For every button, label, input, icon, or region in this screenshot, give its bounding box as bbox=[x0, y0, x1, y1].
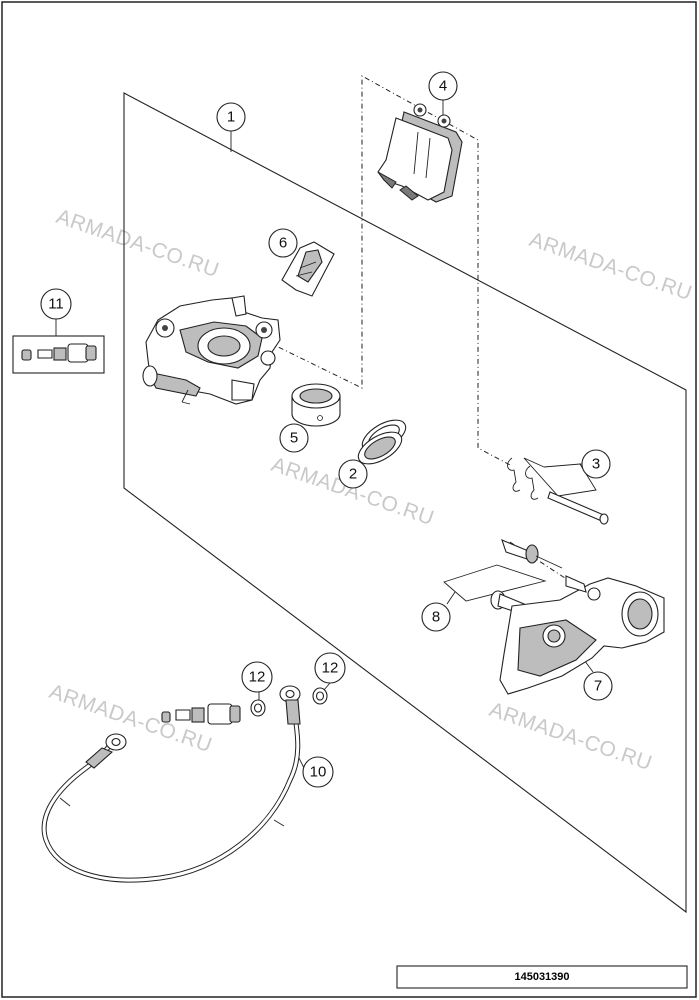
callout-11: 11 bbox=[40, 288, 72, 320]
callout-12-a: 12 bbox=[241, 661, 273, 693]
callout-label: 11 bbox=[48, 296, 64, 313]
callout-7: 7 bbox=[583, 671, 613, 701]
callout-label: 10 bbox=[310, 764, 327, 781]
callout-label: 3 bbox=[592, 456, 600, 473]
callout-3: 3 bbox=[581, 449, 611, 479]
callout-label: 12 bbox=[322, 660, 339, 677]
brake-pads bbox=[377, 103, 463, 203]
brake-hose bbox=[41, 685, 301, 883]
callout-label: 2 bbox=[349, 466, 357, 483]
callout-label: 5 bbox=[290, 430, 298, 447]
pad-spring bbox=[281, 241, 335, 297]
callout-label: 6 bbox=[279, 235, 287, 252]
callout-label: 1 bbox=[227, 109, 235, 126]
callout-label: 7 bbox=[594, 678, 602, 695]
sealing-washers bbox=[250, 687, 328, 717]
callout-label: 12 bbox=[249, 669, 266, 686]
pad-pin-and-clips bbox=[507, 457, 609, 525]
callout-6: 6 bbox=[268, 228, 298, 258]
caliper-carrier bbox=[499, 575, 665, 695]
callout-10: 10 bbox=[302, 756, 334, 788]
brake-caliper bbox=[142, 295, 281, 405]
callout-8: 8 bbox=[421, 602, 451, 632]
callout-12-b: 12 bbox=[314, 652, 346, 684]
piston-seals bbox=[357, 419, 407, 465]
caliper-piston bbox=[291, 383, 341, 427]
part-number: 145031390 bbox=[514, 971, 569, 983]
callout-2: 2 bbox=[338, 459, 368, 489]
watermark: ARMADA-CO.RU bbox=[53, 205, 222, 282]
callout-label: 4 bbox=[439, 78, 447, 95]
bleeder-fittings-lower bbox=[161, 703, 241, 725]
watermark: ARMADA-CO.RU bbox=[526, 228, 695, 305]
callout-4: 4 bbox=[428, 71, 458, 101]
callout-label: 8 bbox=[432, 609, 440, 626]
watermark: ARMADA-CO.RU bbox=[486, 698, 655, 775]
callout-5: 5 bbox=[279, 423, 309, 453]
part-number-box: 145031390 bbox=[396, 965, 688, 989]
bleeder-screw-set bbox=[12, 335, 105, 374]
callout-1: 1 bbox=[216, 102, 246, 132]
assembly-outline bbox=[123, 92, 687, 914]
